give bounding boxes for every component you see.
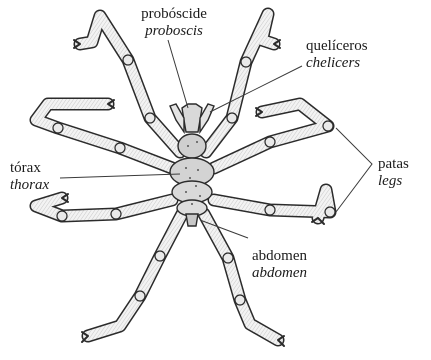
label-abdomen: abdomen abdomen [252,248,307,282]
body-group [170,104,214,226]
label-thorax: tórax thorax [10,160,49,194]
proboscis-shape [182,104,202,132]
label-proboscis-es: probóscide [126,6,222,23]
label-abdomen-en: abdomen [252,265,307,282]
label-thorax-es: tórax [10,160,49,177]
label-chelicers-es: quelíceros [306,38,368,55]
abdomen-shape [186,214,198,226]
label-chelicers: quelíceros chelicers [306,38,368,72]
label-thorax-en: thorax [10,177,49,194]
cephalon-shape [178,134,206,158]
label-abdomen-es: abdomen [252,248,307,265]
label-proboscis-en: proboscis [126,23,222,40]
leader-legs [336,128,372,212]
label-chelicers-en: chelicers [306,55,368,72]
leader-proboscis [168,40,188,108]
leader-thorax [60,174,180,178]
label-legs-es: patas [378,156,409,173]
label-legs-en: legs [378,173,409,190]
label-legs: patas legs [378,156,409,190]
label-proboscis: probóscide proboscis [126,6,222,40]
